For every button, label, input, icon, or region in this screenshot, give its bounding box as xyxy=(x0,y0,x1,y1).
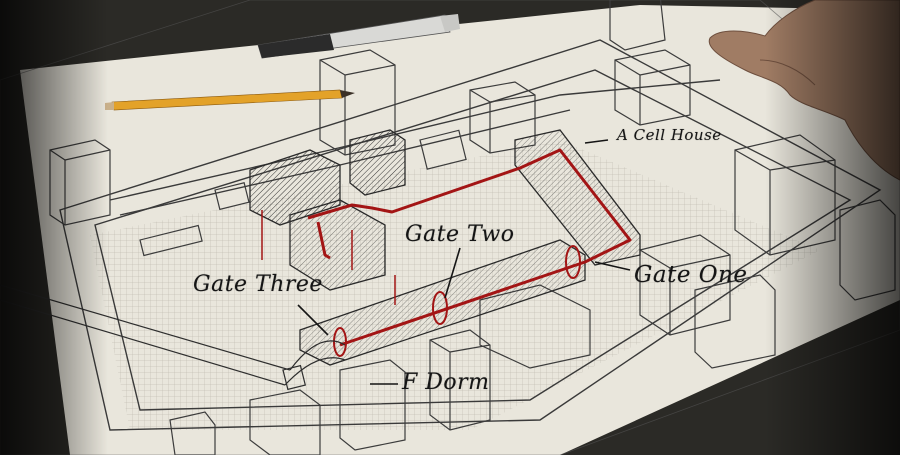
label-gate-three: Gate Three xyxy=(193,272,323,297)
label-gate-one: Gate One xyxy=(634,262,748,288)
label-f-dorm: F Dorm xyxy=(402,370,490,395)
label-gate-two: Gate Two xyxy=(405,222,515,247)
label-a-cell-house: A Cell House xyxy=(617,126,722,144)
